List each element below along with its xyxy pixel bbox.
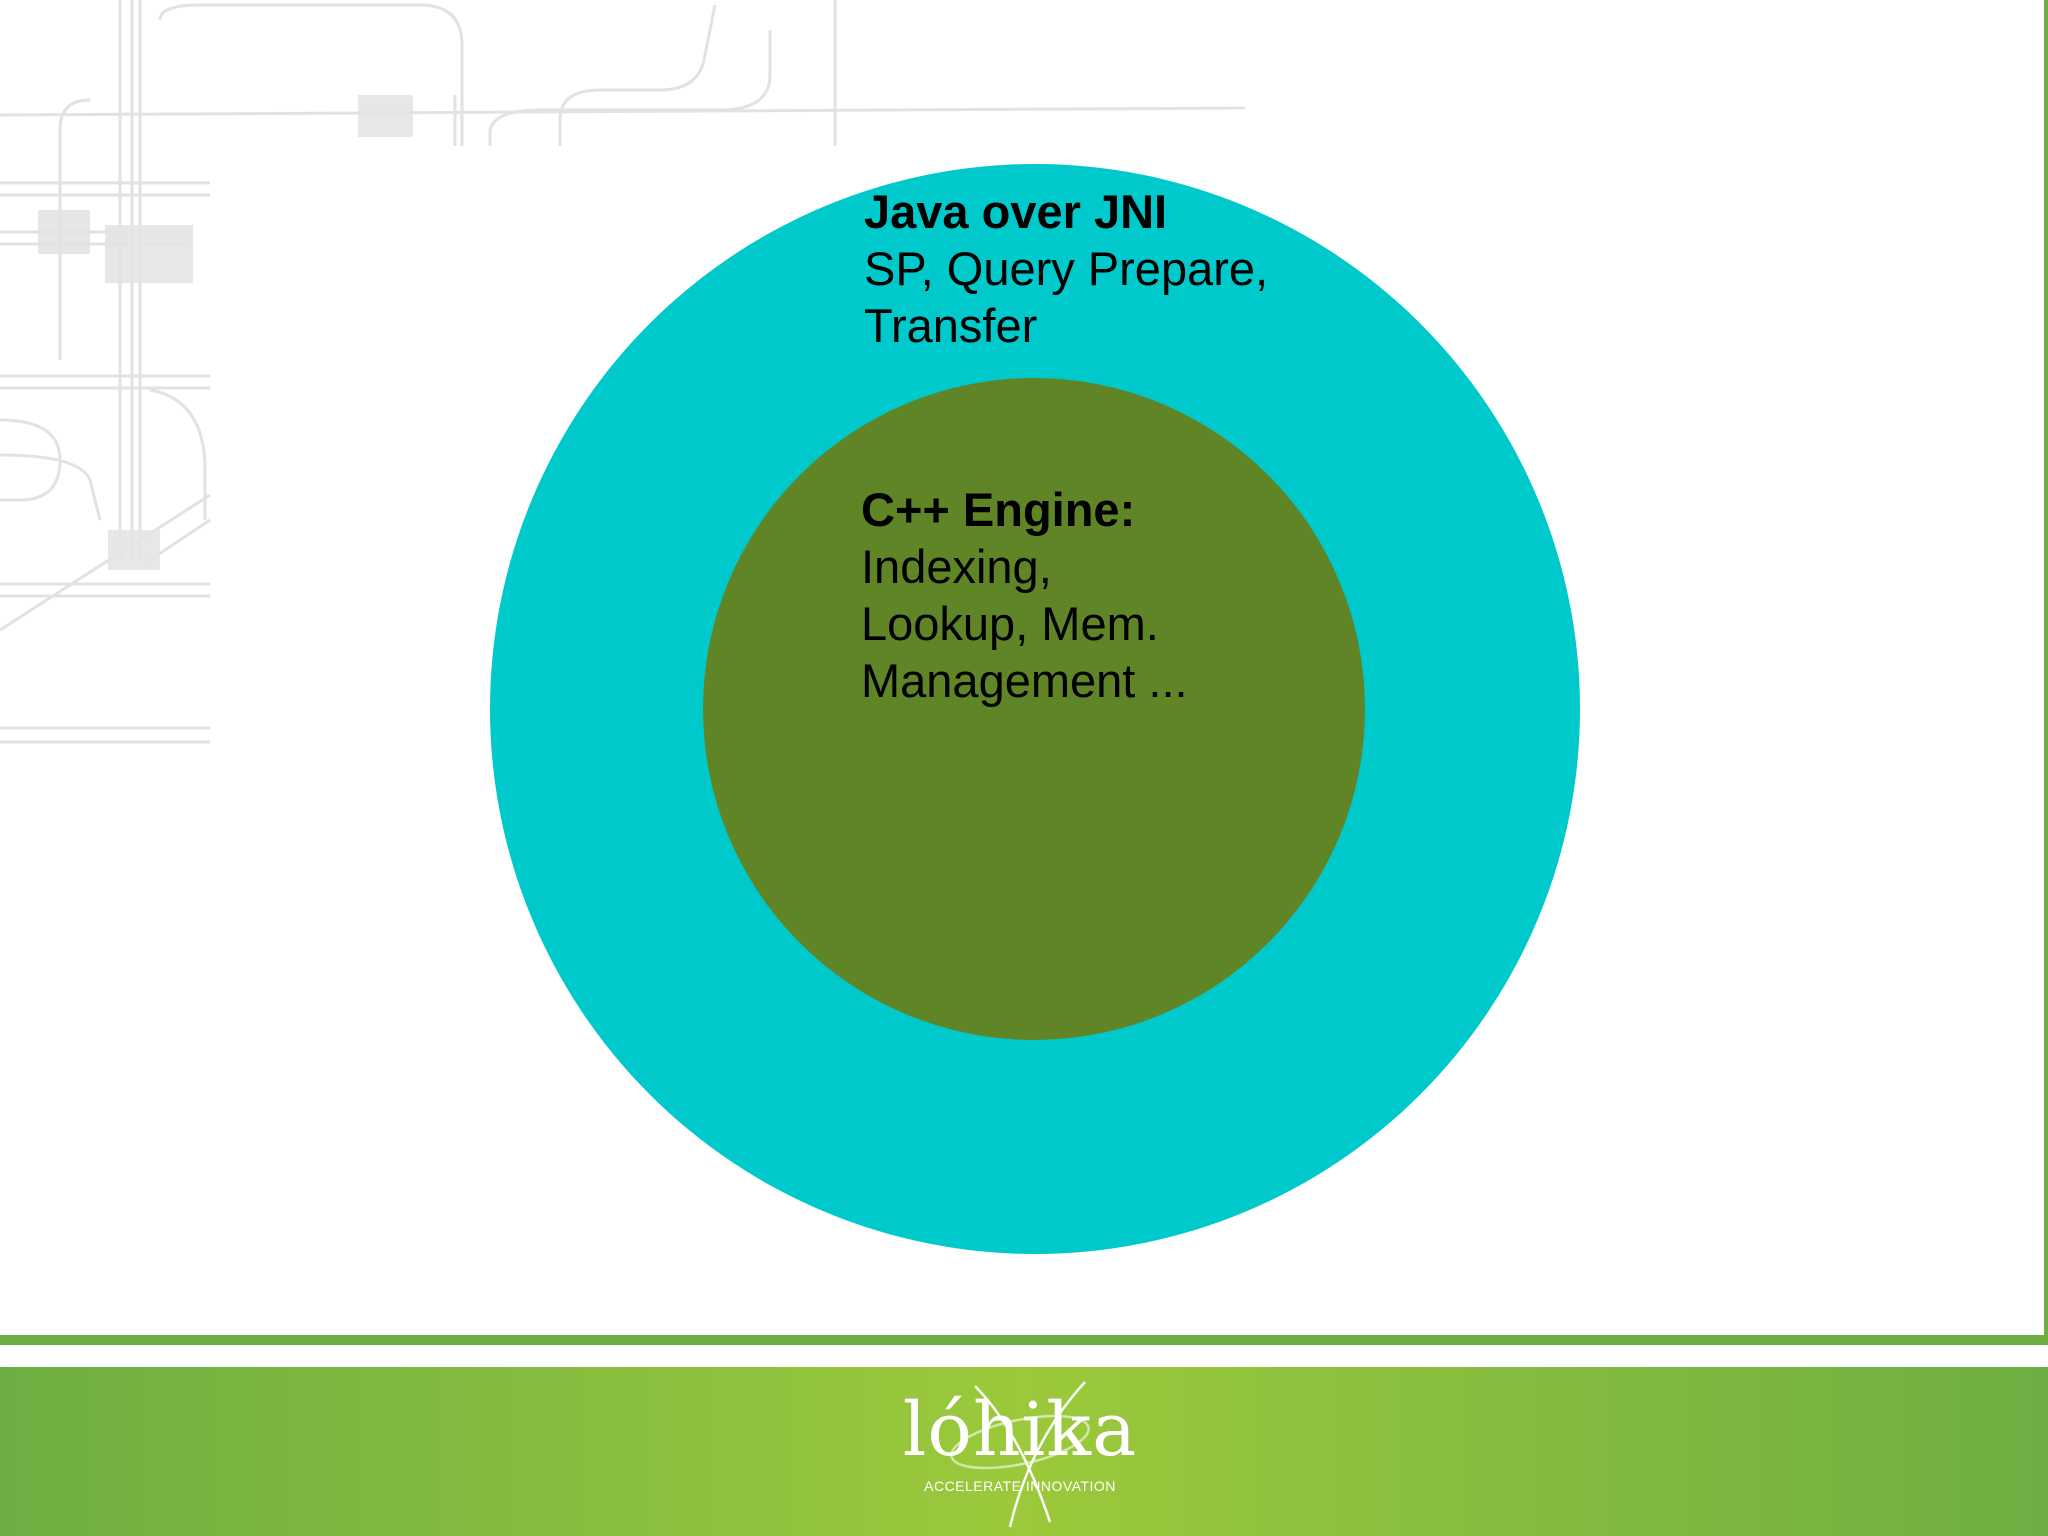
circuit-decoration bbox=[0, 0, 1246, 744]
right-edge-line bbox=[2044, 0, 2048, 1340]
inner-circle-title: C++ Engine: bbox=[861, 483, 1136, 536]
outer-circle-label: Java over JNI SP, Query Prepare, Transfe… bbox=[864, 183, 1268, 354]
outer-circle-title: Java over JNI bbox=[864, 185, 1168, 238]
footer-divider-line bbox=[0, 1335, 2048, 1345]
logo-tagline: ACCELERATE INNOVATION bbox=[924, 1478, 1116, 1494]
logo-wordmark: lóhika bbox=[902, 1387, 1138, 1473]
lohika-logo: lóhika ACCELERATE INNOVATION bbox=[900, 1372, 1140, 1532]
inner-circle-line-2: Lookup, Mem. bbox=[861, 597, 1159, 650]
inner-circle-label: C++ Engine: Indexing, Lookup, Mem. Manag… bbox=[861, 481, 1188, 709]
outer-circle-line-1: SP, Query Prepare, bbox=[864, 242, 1269, 295]
logo-swoosh-icon bbox=[950, 1381, 1090, 1528]
outer-circle-line-2: Transfer bbox=[864, 299, 1038, 352]
inner-circle-cpp-engine bbox=[703, 378, 1365, 1040]
inner-circle-line-3: Management ... bbox=[861, 654, 1188, 707]
inner-circle-line-1: Indexing, bbox=[861, 540, 1052, 593]
footer-band bbox=[0, 1367, 2048, 1536]
